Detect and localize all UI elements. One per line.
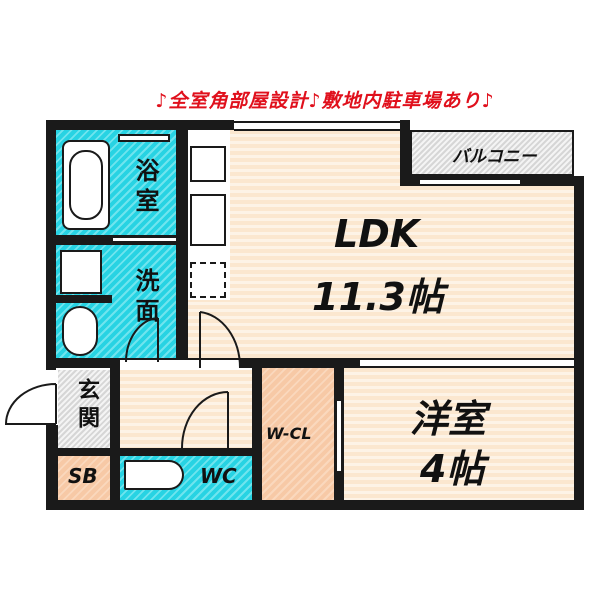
ldk-floor-right xyxy=(400,186,574,360)
wall-lower-horizontal xyxy=(56,448,256,456)
entrance-label: 玄関 xyxy=(74,378,99,434)
washing-machine-icon xyxy=(60,250,102,294)
wall-kitchen-left xyxy=(176,120,188,370)
outer-wall-top xyxy=(46,120,234,130)
hallway-floor xyxy=(120,370,254,450)
western-room-floor xyxy=(344,368,574,500)
bathtub-inner xyxy=(69,150,103,220)
ldk-door-icon[interactable] xyxy=(196,310,246,370)
entrance-floor xyxy=(58,370,112,450)
western-room-sliding-door[interactable] xyxy=(360,358,574,368)
outer-wall-left-lower xyxy=(46,425,58,503)
washroom-door-icon[interactable] xyxy=(124,316,164,366)
toilet-icon xyxy=(124,460,184,490)
ldk-size: 11.3帖 xyxy=(312,275,444,319)
balcony-window[interactable] xyxy=(420,178,520,186)
toilet-door-icon[interactable] xyxy=(180,390,230,452)
western-room-size: 4帖 xyxy=(420,447,485,491)
wall-wash-shelf xyxy=(56,295,112,303)
walk-in-closet-label: W-CL xyxy=(266,424,312,443)
closet-door[interactable] xyxy=(336,400,342,472)
western-room-label: 洋室 xyxy=(410,397,487,441)
hallway-opening xyxy=(120,360,240,370)
outer-wall-top-right xyxy=(400,120,410,180)
bathroom-label: 浴室 xyxy=(131,158,159,218)
promo-banner: ♪全室角部屋設計♪敷地内駐車場あり♪ xyxy=(155,90,495,112)
outer-wall-left xyxy=(46,120,56,370)
wall-sb-wc xyxy=(110,448,120,504)
bath-door[interactable] xyxy=(112,237,180,242)
shoe-box-floor xyxy=(58,456,110,500)
balcony-label: バルコニー xyxy=(452,147,537,167)
outer-wall-right xyxy=(574,176,584,510)
shoe-box-label: SB xyxy=(68,464,98,488)
fridge-space-icon xyxy=(190,262,226,298)
balcony xyxy=(410,130,574,176)
wall-wcl-left xyxy=(252,366,262,504)
ldk-label: LDK xyxy=(334,212,420,256)
outer-wall-bottom xyxy=(46,500,582,510)
front-door-icon[interactable] xyxy=(2,380,58,428)
toilet-label: WC xyxy=(200,464,237,488)
washbasin-icon xyxy=(62,306,98,356)
wall-entrance-right xyxy=(110,368,120,450)
walk-in-closet-floor xyxy=(262,368,336,500)
sink-icon xyxy=(190,194,226,246)
stove-icon xyxy=(190,146,226,182)
ldk-window-top[interactable] xyxy=(234,121,400,131)
shower-icon xyxy=(118,134,170,142)
